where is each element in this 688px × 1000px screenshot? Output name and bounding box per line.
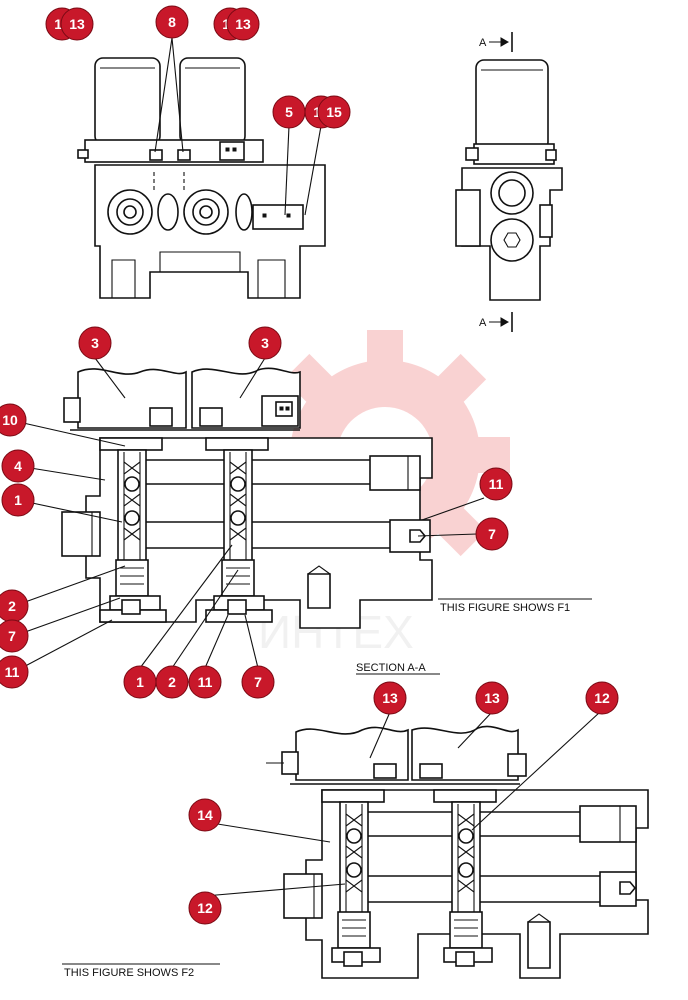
callout-3-b: 3 — [248, 326, 282, 360]
svg-text:12: 12 — [594, 690, 610, 706]
callout-3-a: 3 — [78, 326, 112, 360]
section-view-f1: THIS FIGURE SHOWS F1 SECTION A-A — [61, 367, 592, 675]
callouts: 13 13 8 13 13 5 15 15 3 3 10 4 1 11 7 2 … — [0, 5, 619, 925]
svg-text:2: 2 — [8, 598, 16, 614]
top-left-view — [77, 57, 326, 299]
spool-left — [99, 437, 167, 623]
svg-text:7: 7 — [488, 526, 496, 542]
section-arrow-top-label: A — [479, 37, 487, 49]
top-right-view: A A — [455, 32, 563, 332]
svg-text:14: 14 — [197, 807, 213, 823]
caption-f2: THIS FIGURE SHOWS F2 — [64, 967, 194, 979]
callout-7-c: 7 — [241, 665, 275, 699]
svg-text:13: 13 — [382, 690, 398, 706]
svg-text:11: 11 — [5, 664, 20, 680]
callout-2-a: 2 — [0, 589, 29, 623]
caption-f1: THIS FIGURE SHOWS F1 — [440, 602, 570, 614]
svg-text:12: 12 — [197, 900, 213, 916]
callout-12-b: 12 — [188, 891, 222, 925]
spool-right-f2 — [433, 789, 497, 967]
callout-5: 5 — [272, 95, 306, 129]
svg-text:5: 5 — [285, 104, 293, 120]
svg-text:3: 3 — [91, 335, 99, 351]
callout-13-b: 13 — [60, 7, 94, 41]
callout-1-b: 1 — [123, 665, 157, 699]
svg-text:7: 7 — [254, 674, 262, 690]
leader-lines — [9, 37, 601, 897]
callout-13-f: 13 — [475, 681, 509, 715]
callout-7-a: 7 — [475, 517, 509, 551]
svg-text:11: 11 — [489, 476, 504, 492]
svg-text:3: 3 — [261, 335, 269, 351]
callout-8: 8 — [155, 5, 189, 39]
callout-11-a: 11 — [479, 467, 513, 501]
callout-2-b: 2 — [155, 665, 189, 699]
svg-text:10: 10 — [2, 412, 18, 428]
callout-15-b: 15 — [317, 95, 351, 129]
callout-13-d: 13 — [226, 7, 260, 41]
caption-section: SECTION A-A — [356, 662, 426, 674]
svg-text:15: 15 — [326, 104, 342, 120]
callout-11-c: 11 — [188, 665, 222, 699]
svg-text:4: 4 — [14, 458, 22, 474]
section-view-f2: THIS FIGURE SHOWS F2 — [62, 725, 649, 979]
svg-text:13: 13 — [235, 16, 251, 32]
callout-13-e: 13 — [373, 681, 407, 715]
callout-10: 10 — [0, 403, 27, 437]
callout-11-b: 11 — [0, 655, 29, 689]
svg-text:13: 13 — [484, 690, 500, 706]
svg-text:13: 13 — [69, 16, 85, 32]
svg-text:8: 8 — [168, 14, 176, 30]
callout-7-b: 7 — [0, 619, 29, 653]
svg-text:1: 1 — [136, 674, 144, 690]
callout-14: 14 — [188, 798, 222, 832]
callout-12-a: 12 — [585, 681, 619, 715]
spool-left-f2 — [321, 789, 385, 967]
svg-text:1: 1 — [14, 492, 22, 508]
svg-text:2: 2 — [168, 674, 176, 690]
section-arrow-bottom-label: A — [479, 317, 487, 329]
spool-right — [205, 437, 273, 623]
svg-text:7: 7 — [8, 628, 16, 644]
svg-text:11: 11 — [198, 674, 213, 690]
callout-1-a: 1 — [1, 483, 35, 517]
callout-4: 4 — [1, 449, 35, 483]
